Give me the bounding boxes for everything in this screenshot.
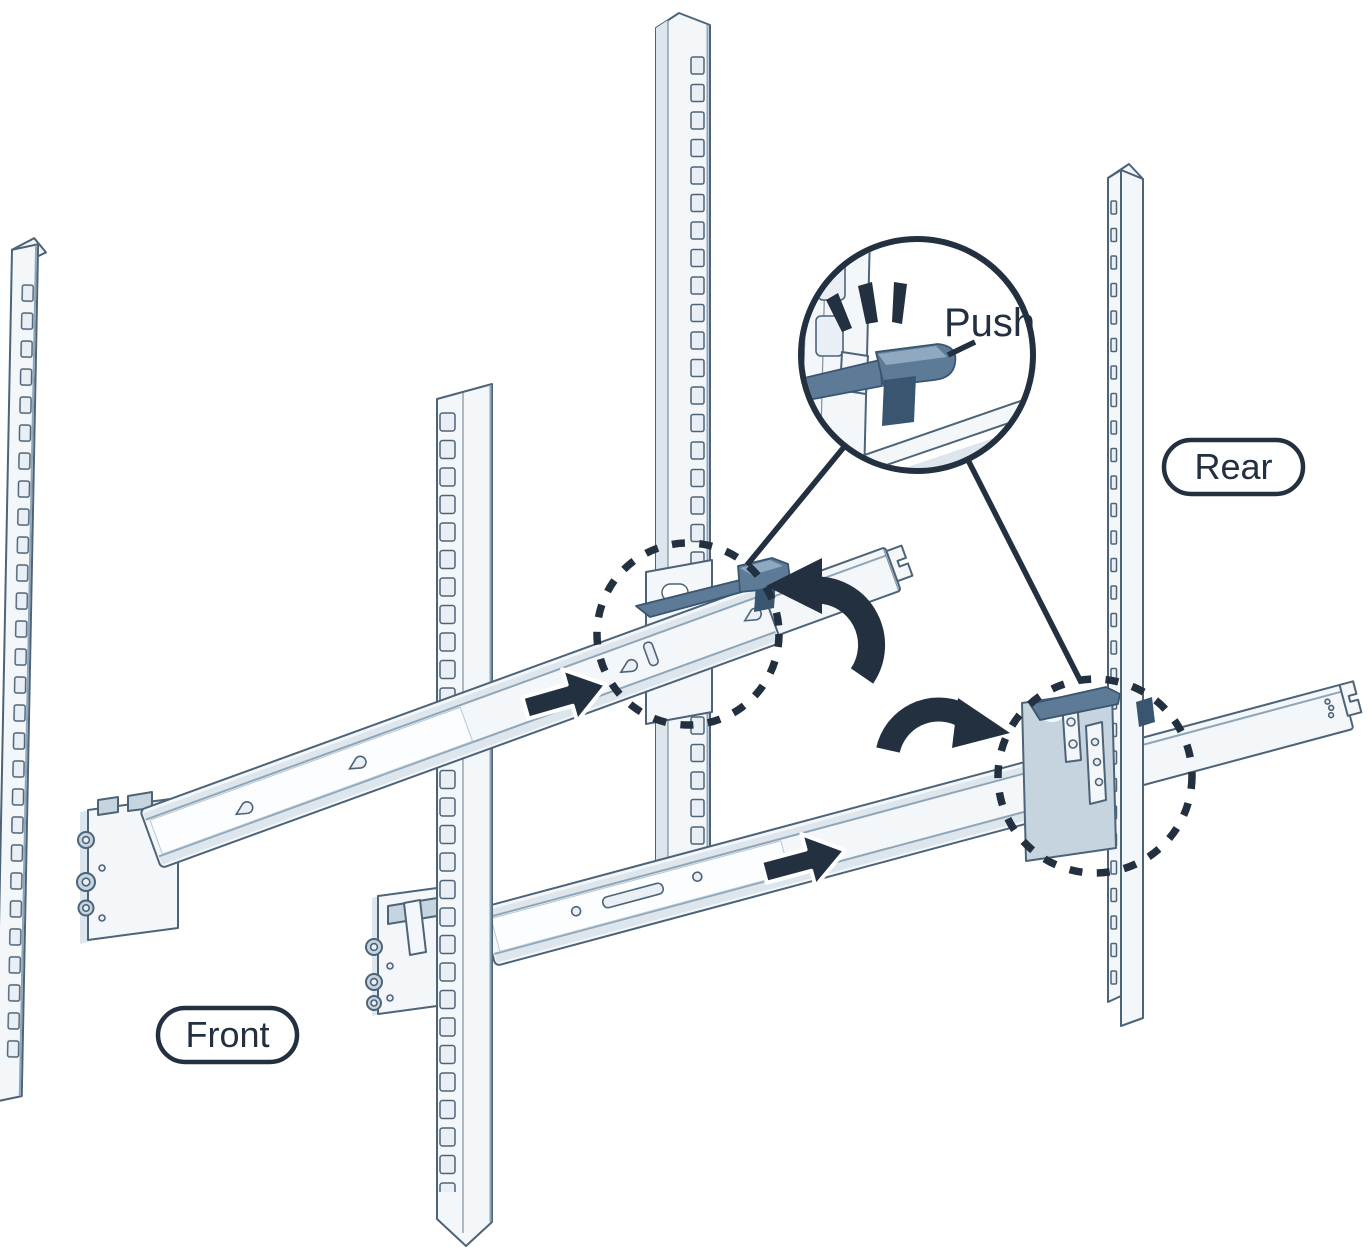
rotate-latch-arrow-cw — [876, 697, 1010, 754]
right-rail-front-bracket — [365, 887, 438, 1016]
front-label: Front — [155, 1005, 300, 1065]
detail-circle-right-latch — [994, 675, 1196, 877]
thumbscrew-pins — [76, 831, 96, 917]
rear-label: Rear — [1161, 437, 1306, 497]
callout-leader-right — [965, 458, 1084, 684]
thumbscrew-pins — [365, 938, 383, 1011]
rear-left-rack-post — [655, 12, 711, 863]
front-left-rack-post — [0, 237, 47, 1103]
right-rail-rear-bracket — [1021, 686, 1155, 862]
impact-lines-icon — [826, 282, 907, 332]
rotate-latch-arrow-ccw — [766, 558, 885, 684]
push-pointer-dash — [946, 339, 977, 358]
callout-leader-left — [744, 445, 847, 567]
front-right-rack-post — [436, 383, 493, 1247]
rail-outer-channel — [140, 584, 781, 868]
post-hole-column — [690, 56, 705, 858]
push-latch-detail-callout: Push — [798, 236, 1036, 474]
post-hole-column — [6, 283, 35, 1069]
rear-label-text: Rear — [1194, 446, 1272, 487]
post-hole-column — [439, 412, 456, 1192]
rear-latch-lever — [1029, 686, 1121, 721]
detail-circle-left-latch — [593, 539, 783, 729]
rear-latch-clip — [1136, 697, 1155, 727]
front-label-text: Front — [185, 1014, 269, 1055]
rear-right-rack-post — [1107, 163, 1144, 1027]
latch-enlarged — [804, 343, 957, 426]
post-hole-column — [1110, 200, 1118, 988]
